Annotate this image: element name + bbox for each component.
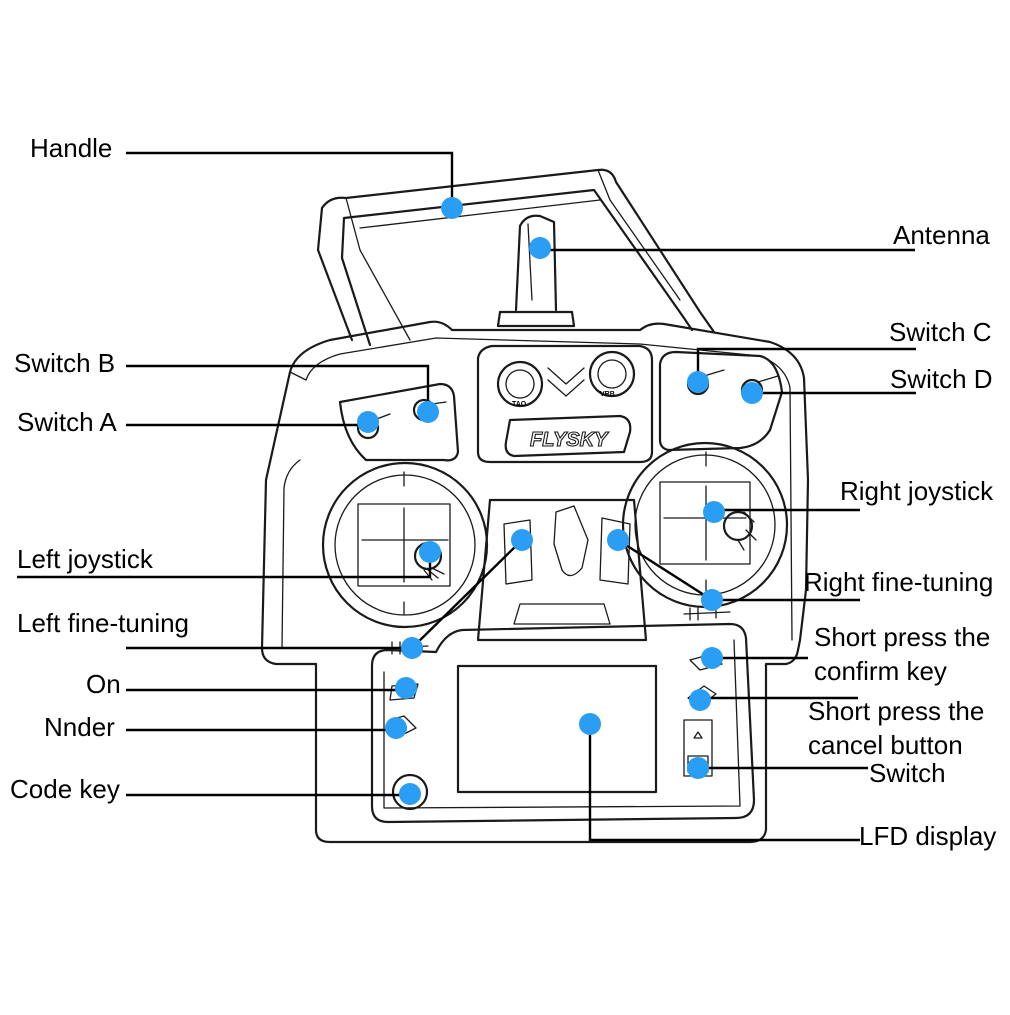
leader-switch-b xyxy=(126,364,430,412)
label-cancel-button: Short press the cancel button xyxy=(808,696,992,760)
right-gimbal xyxy=(621,441,789,609)
marker-switch-d xyxy=(741,382,763,404)
leader-lfd-display xyxy=(588,724,860,842)
right-switch-panel xyxy=(658,350,784,452)
center-trim-area xyxy=(476,498,648,642)
callout-markers xyxy=(357,197,763,805)
left-gimbal xyxy=(321,461,489,629)
marker-left-fine-tuning xyxy=(401,637,423,659)
marker-lfd-display xyxy=(579,713,601,735)
marker-switch-b xyxy=(417,401,439,423)
label-nnder: Nnder xyxy=(44,712,115,742)
leader-handle xyxy=(126,151,454,208)
marker-handle xyxy=(441,197,463,219)
marker-nnder xyxy=(385,717,407,739)
center-top-panel: TAO VRB FLYSKY xyxy=(476,344,654,464)
marker-switch xyxy=(687,757,709,779)
body-shell xyxy=(260,320,810,844)
marker-right-fine-tuning xyxy=(701,589,723,611)
label-switch-d: Switch D xyxy=(890,364,993,394)
label-confirm-key: Short press the confirm key xyxy=(814,622,998,686)
label-left-fine-tuning: Left fine-tuning xyxy=(17,608,189,638)
label-handle: Handle xyxy=(30,133,112,163)
marker-on xyxy=(395,677,417,699)
marker-switch-a xyxy=(357,411,379,433)
label-switch-b: Switch B xyxy=(14,348,115,378)
knob-mark-right: VRB xyxy=(600,391,615,398)
marker-right-joystick xyxy=(703,501,725,523)
marker-code-key xyxy=(399,783,421,805)
label-left-joystick: Left joystick xyxy=(17,544,154,574)
label-code-key: Code key xyxy=(10,774,120,804)
lower-panel xyxy=(370,622,756,824)
label-on: On xyxy=(86,669,121,699)
callout-labels: Handle Antenna Switch C Switch D Switch … xyxy=(10,133,998,851)
knob-mark-left: TAO xyxy=(512,401,527,408)
antenna-shape xyxy=(496,214,576,328)
marker-left-trim-vertical xyxy=(511,529,533,551)
label-switch-c: Switch C xyxy=(889,317,992,347)
marker-switch-c xyxy=(687,371,709,393)
label-right-fine-tuning: Right fine-tuning xyxy=(804,567,993,597)
marker-confirm-key xyxy=(701,647,723,669)
marker-antenna xyxy=(529,237,551,259)
label-lfd-display: LFD display xyxy=(859,821,996,851)
label-antenna: Antenna xyxy=(893,220,990,250)
handle-frame xyxy=(316,168,716,347)
marker-right-trim-vertical xyxy=(607,529,629,551)
label-switch: Switch xyxy=(869,758,946,788)
brand-logo: FLYSKY xyxy=(530,429,609,451)
marker-left-joystick xyxy=(419,541,441,563)
marker-cancel-button xyxy=(689,689,711,711)
label-switch-a: Switch A xyxy=(17,407,117,437)
transmitter-illustration: TAO VRB FLYSKY xyxy=(260,168,810,844)
label-right-joystick: Right joystick xyxy=(840,476,994,506)
